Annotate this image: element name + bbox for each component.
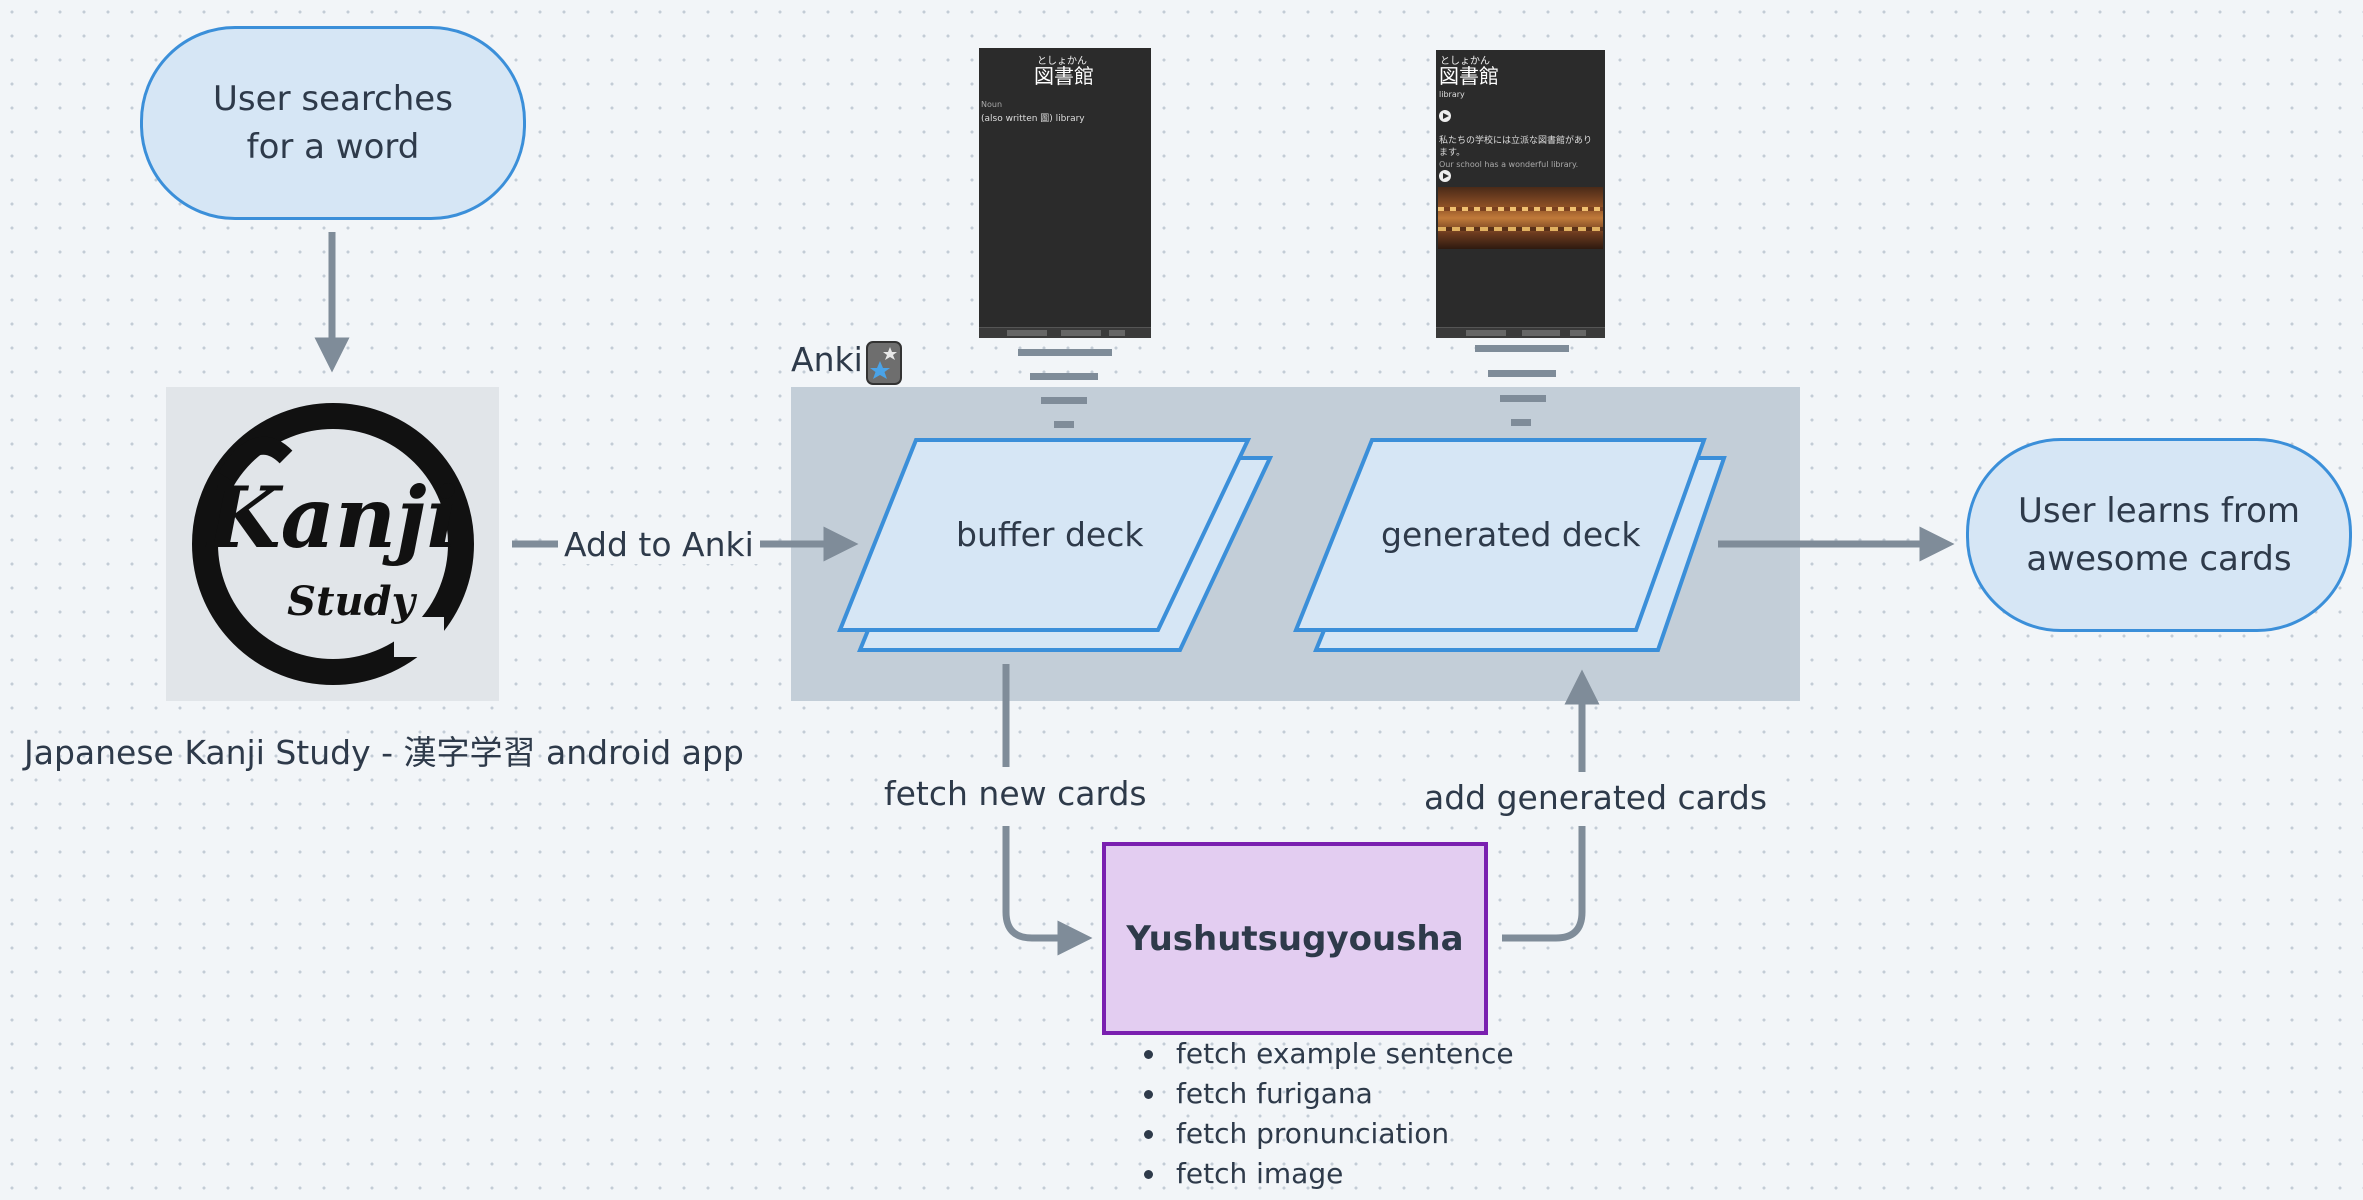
- connector-process-to-add: [1502, 826, 1586, 942]
- card-generated-sentence-jp: 私たちの学校には立派な図書館があります。: [1439, 136, 1593, 158]
- card-simple-toolbar: [979, 327, 1151, 338]
- add-to-anki-label: Add to Anki: [558, 525, 760, 564]
- anki-icon: [866, 341, 902, 385]
- play-sentence-audio-icon: [1439, 170, 1451, 182]
- card-generated-meaning: library: [1439, 90, 1465, 99]
- anki-group-label: Anki: [791, 340, 863, 379]
- add-generated-cards-label: add generated cards: [1418, 778, 1774, 817]
- generated-deck-label: generated deck: [1381, 515, 1641, 554]
- card-simple-pos: Noun: [981, 100, 1003, 109]
- process-yushutsugyousha: Yushutsugyousha: [1102, 842, 1488, 1035]
- card-generated-toolbar: [1436, 327, 1605, 338]
- kanji-study-logo: Kanji Study: [166, 387, 499, 701]
- card-simple-meaning: (also written 圖) library: [981, 114, 1085, 124]
- process-step: fetch pronunciation: [1168, 1114, 1514, 1154]
- fetch-new-cards-label: fetch new cards: [878, 774, 1153, 813]
- card-generated-sentence-en: Our school has a wonderful library.: [1439, 160, 1579, 169]
- generated-deck-shape: [1293, 438, 1727, 652]
- process-steps-list: fetch example sentence fetch furigana fe…: [1138, 1034, 1514, 1194]
- kanji-study-logo-image: Kanji Study: [192, 403, 474, 685]
- card-preview-generated: としょかん 図書館 library 私たちの学校には立派な図書館があります。 O…: [1436, 50, 1605, 338]
- process-step: fetch image: [1168, 1154, 1514, 1194]
- logo-text-kanji: Kanji: [206, 468, 459, 567]
- card-simple-furigana: としょかん: [1037, 56, 1087, 67]
- play-audio-icon: [1439, 110, 1451, 122]
- connector-fetch-to-process: [1002, 826, 1093, 956]
- card-stack-lines-right: [1475, 345, 1569, 426]
- card-stack-lines-left: [1018, 349, 1112, 428]
- process-step: fetch example sentence: [1168, 1034, 1514, 1074]
- card-generated-furigana: としょかん: [1440, 56, 1490, 67]
- buffer-deck-label: buffer deck: [956, 515, 1144, 554]
- process-step: fetch furigana: [1168, 1074, 1514, 1114]
- card-generated-image: [1438, 187, 1603, 249]
- card-preview-simple: としょかん 図書館 Noun (also written 圖) library: [979, 48, 1151, 338]
- card-simple-kanji: 図書館: [1034, 64, 1094, 88]
- buffer-deck-shape: [837, 438, 1274, 652]
- app-caption: Japanese Kanji Study - 漢字学習 android app: [24, 733, 744, 772]
- logo-text-study: Study: [287, 578, 417, 625]
- end-node: User learns from awesome cards: [1966, 438, 2352, 632]
- card-generated-kanji: 図書館: [1439, 64, 1499, 88]
- start-node: User searches for a word: [140, 26, 526, 220]
